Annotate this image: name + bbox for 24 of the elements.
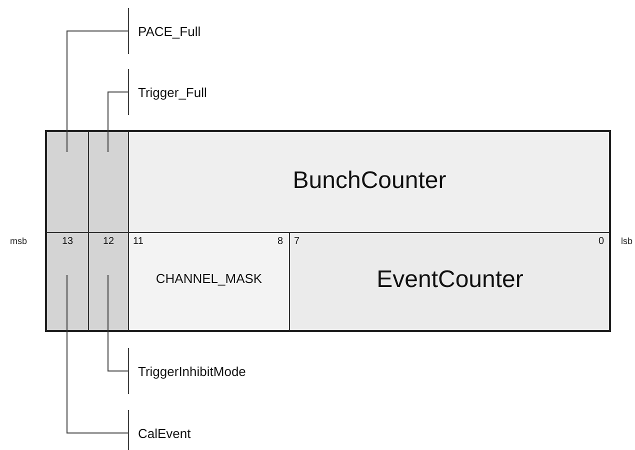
- bit-number: 0: [598, 235, 604, 249]
- signal-label: PACE_Full: [128, 8, 248, 54]
- bit-order-label: msb: [10, 236, 28, 246]
- register-field: [289, 233, 610, 331]
- bit-number: 11: [133, 235, 144, 249]
- field-name: EventCounter: [376, 266, 524, 294]
- bit-number: 12: [102, 235, 116, 249]
- signal-label: CalEvent: [128, 410, 248, 450]
- leader-line: [108, 274, 128, 372]
- leader-line: [66, 274, 128, 434]
- bit-number: 13: [60, 235, 74, 249]
- leader-line: [66, 30, 128, 152]
- bit-field: [46, 131, 88, 331]
- bit-order-label: lsb: [621, 236, 633, 246]
- signal-label: TriggerInhibitMode: [128, 348, 278, 394]
- bit-number: 8: [277, 235, 283, 249]
- leader-line: [108, 92, 128, 152]
- signal-label: Trigger_Full: [128, 69, 248, 115]
- field-name: BunchCounter: [292, 167, 448, 195]
- register-field: [128, 233, 289, 331]
- field-name: CHANNEL_MASK: [154, 271, 264, 286]
- register-field: [128, 131, 610, 233]
- bit-number: 7: [294, 235, 300, 249]
- bit-field: [88, 131, 128, 331]
